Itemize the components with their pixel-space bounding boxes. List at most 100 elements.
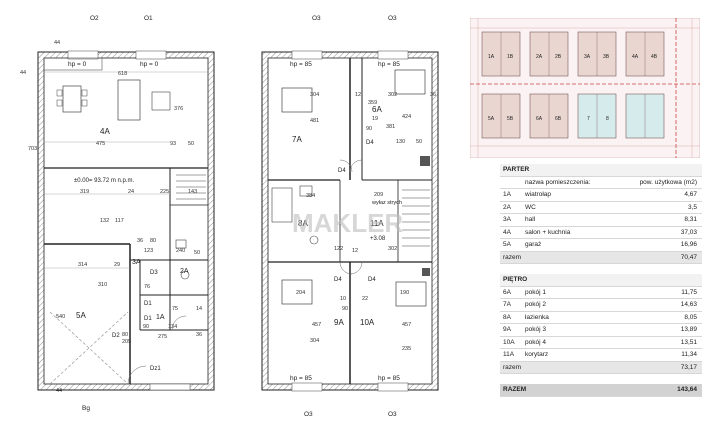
site-unit-label: 2A: [536, 54, 543, 60]
upper-axis-o3: O3: [304, 411, 313, 418]
dimension-label: 75: [172, 306, 178, 312]
watermark: MAKLER: [292, 208, 403, 238]
site-unit-label: 7: [587, 116, 590, 122]
site-unit-label: 4A: [632, 54, 639, 60]
dimension-label: 540: [56, 314, 65, 320]
site-unit-label: 6A: [536, 116, 543, 122]
site-unit-label: 5A: [488, 116, 495, 122]
dimension-label: 475: [96, 141, 105, 147]
site-unit-label: 1A: [488, 54, 495, 60]
ground-hp-right: hp = 0: [140, 61, 159, 68]
ground-hp-left: hp = 0: [68, 61, 87, 68]
column-area-header: pow. użytkowa (m2): [639, 178, 697, 186]
dimension-label: 123: [144, 248, 153, 254]
door-label: Dz1: [150, 366, 161, 372]
table-header-pietro: PIĘTRO: [500, 274, 702, 287]
room-label-6a: 6A: [372, 105, 382, 114]
room-label-7a: 7A: [292, 135, 302, 144]
dimension-label: 80: [150, 238, 156, 244]
dimension-label: 24: [128, 189, 134, 195]
dimension-label: 134: [168, 324, 177, 330]
site-plan: 1A 1B 2A 2B 3A 3B 4A 4B 5A 5B 6A 6B 7 8: [470, 18, 700, 158]
site-unit-label: 3A: [584, 54, 591, 60]
dimension-label: 225: [160, 189, 169, 195]
door-label: D4: [366, 140, 374, 146]
attic-hatch-note: wyłaz strych: [371, 200, 402, 206]
room-label-10a: 10A: [360, 318, 375, 327]
door-label: D4: [368, 277, 376, 283]
upper-hp-tr: hp = 85: [378, 61, 400, 68]
room-label-8a: 8A: [298, 219, 308, 228]
door-label: D4: [338, 168, 346, 174]
dimension-label: 10: [340, 296, 346, 302]
dimension-label: 209: [374, 192, 383, 198]
dimension-label: 50: [188, 141, 194, 147]
dimension-label: 304: [310, 92, 319, 98]
site-unit-label: 5B: [507, 116, 514, 122]
upper-axis-o3: O3: [388, 411, 397, 418]
dimension-label: 117: [115, 218, 124, 224]
door-label: D2: [112, 333, 120, 339]
dimension-label: 205: [122, 339, 131, 345]
dimension-label: 703: [28, 146, 37, 152]
dimension-label: 50: [194, 250, 200, 256]
dimension-label: 93: [170, 141, 176, 147]
table-column-headers: nazwa pomieszczenia: pow. użytkowa (m2): [500, 177, 702, 189]
dimension-label: 36: [430, 92, 436, 98]
dimension-label: 302: [388, 246, 397, 252]
dimension-label: 457: [312, 322, 321, 328]
room-label-9a: 9A: [334, 318, 344, 327]
site-unit-label: 1B: [507, 54, 514, 60]
dimension-label: 302: [388, 92, 397, 98]
dimension-label: 190: [400, 290, 409, 296]
dimension-label: 319: [80, 189, 89, 195]
dimension-label: 240: [176, 248, 185, 254]
door-label: D1: [144, 301, 152, 307]
dimension-label: 22: [362, 296, 368, 302]
site-unit-label: 4B: [651, 54, 658, 60]
dimension-label: 376: [174, 106, 183, 112]
dimension-label: 314: [78, 262, 87, 268]
upper-floor-plan: hp = 85 hp = 85 hp = 85 hp = 85 O3 O3 O3…: [261, 15, 439, 418]
table-header-parter: PARTER: [500, 164, 702, 177]
room-label-5a: 5A: [76, 311, 86, 320]
floor-plans: hp = 0 hp = 0 O2 O1 Bg ±0.00= 93.72 m n.…: [20, 15, 439, 418]
upper-hp-br: hp = 85: [378, 375, 400, 382]
dimension-label: 381: [386, 124, 395, 130]
dimension-label: 122: [334, 246, 343, 252]
dimension-label: 12: [352, 248, 358, 254]
door-label: D3: [150, 270, 158, 276]
upper-hp-tl: hp = 85: [290, 61, 312, 68]
dimension-label: 235: [402, 346, 411, 352]
dimension-label: 384: [306, 193, 315, 199]
upper-level: +3.08: [370, 236, 386, 242]
dimension-label: 44: [20, 70, 26, 76]
site-unit-label: 3B: [603, 54, 610, 60]
site-unit-label: 2B: [555, 54, 562, 60]
dimension-label: 618: [118, 71, 127, 77]
dimension-label: 44: [54, 40, 60, 46]
dimension-label: 90: [366, 126, 372, 132]
dimension-label: 19: [372, 116, 378, 122]
ground-axis-o2: O2: [90, 15, 99, 22]
room-label-3a: 3A: [132, 259, 141, 266]
upper-axis-o3: O3: [312, 15, 321, 22]
dimension-label: 76: [144, 284, 150, 290]
room-area-table: PARTER nazwa pomieszczenia: pow. użytkow…: [500, 164, 702, 397]
dimension-label: 12: [355, 92, 361, 98]
ground-level: ±0.00= 93.72 m n.p.m.: [74, 178, 134, 184]
dimension-label: 359: [368, 100, 377, 106]
dimension-label: 14: [196, 306, 202, 312]
dimension-label: 36: [137, 238, 143, 244]
dimension-label: 90: [143, 324, 149, 330]
